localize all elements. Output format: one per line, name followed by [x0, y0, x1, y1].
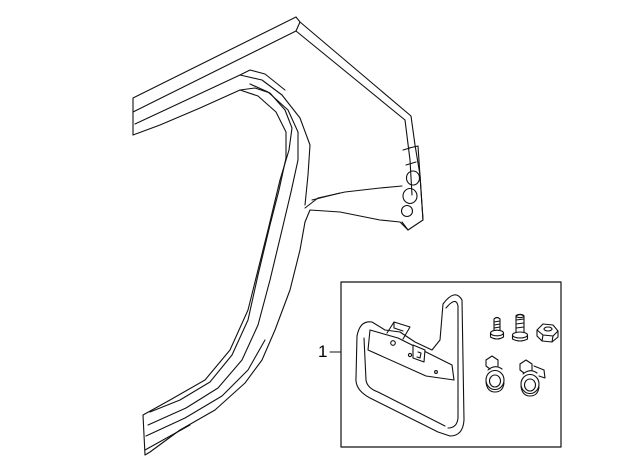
nut-icon: [536, 323, 559, 343]
bolt-icon: [489, 316, 505, 340]
callout-label-1: 1: [318, 342, 328, 361]
clamp-icon: [519, 359, 546, 397]
quarter-panel-icon: [132, 16, 424, 456]
mud-flap-icon: [355, 294, 465, 437]
clamp-icon: [485, 355, 505, 393]
screw-icon: [511, 313, 529, 342]
